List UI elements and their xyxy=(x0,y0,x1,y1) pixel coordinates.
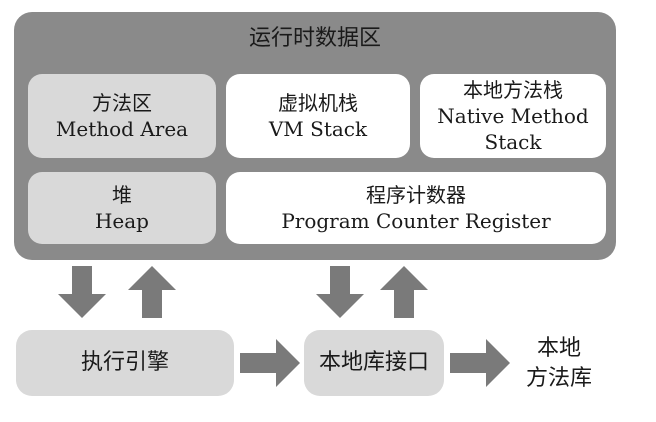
native-method-stack-en-line2: Stack xyxy=(484,130,542,154)
native-method-library-line2: 方法库 xyxy=(525,366,592,391)
native-method-stack-en-line1: Native Method xyxy=(437,104,589,128)
arrow-up-left xyxy=(128,266,176,318)
program-counter-en: Program Counter Register xyxy=(281,209,551,233)
execution-engine-box: 执行引擎 xyxy=(16,330,234,396)
heap-cn: 堆 xyxy=(112,183,132,207)
vm-stack-box: 虚拟机栈 VM Stack xyxy=(226,74,410,158)
arrow-up-right xyxy=(380,266,428,318)
execution-engine-label: 执行引擎 xyxy=(80,350,169,375)
native-interface-box: 本地库接口 xyxy=(304,330,444,396)
heap-box: 堆 Heap xyxy=(28,172,216,244)
native-method-library: 本地 方法库 xyxy=(514,334,604,394)
arrow-down-left xyxy=(58,266,106,318)
arrow-down-right xyxy=(316,266,364,318)
heap-en: Heap xyxy=(94,209,149,233)
method-area-cn: 方法区 xyxy=(92,91,152,115)
native-method-stack-cn: 本地方法栈 xyxy=(463,78,563,102)
native-method-stack-box: 本地方法栈 Native Method Stack xyxy=(420,74,606,158)
native-interface-label: 本地库接口 xyxy=(318,350,429,375)
program-counter-box: 程序计数器 Program Counter Register xyxy=(226,172,606,244)
vm-stack-cn: 虚拟机栈 xyxy=(278,91,358,115)
program-counter-cn: 程序计数器 xyxy=(366,183,466,207)
native-method-library-line1: 本地 xyxy=(536,336,581,361)
method-area-en: Method Area xyxy=(55,117,189,141)
vm-stack-en: VM Stack xyxy=(268,117,368,141)
runtime-data-area-title: 运行时数据区 xyxy=(248,26,381,51)
arrow-engine-to-interface xyxy=(240,339,300,387)
arrow-interface-to-library xyxy=(450,339,510,387)
method-area-box: 方法区 Method Area xyxy=(28,74,216,158)
